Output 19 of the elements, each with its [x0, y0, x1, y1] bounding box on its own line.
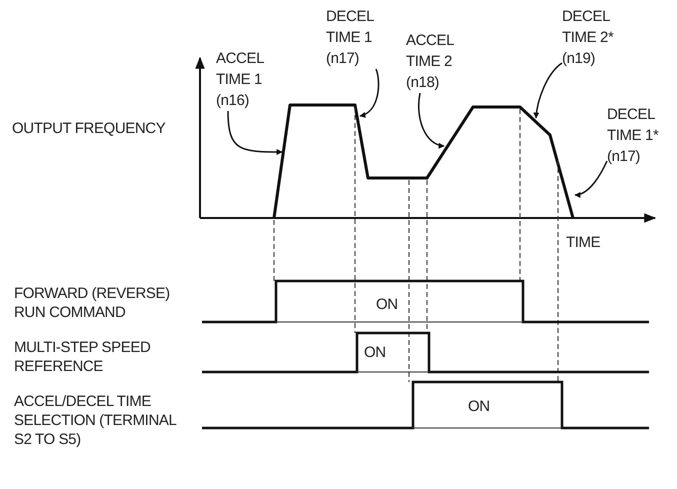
leader-line	[534, 62, 562, 119]
signal-label: FORWARD (REVERSE) RUN COMMAND	[14, 284, 171, 322]
leader-line	[574, 160, 608, 198]
signal-label: ACCEL/DECEL TIME SELECTION (TERMINAL S2 TO S5)	[14, 392, 178, 449]
state-label: ON	[468, 397, 490, 417]
leader-line	[227, 110, 283, 155]
state-label: ON	[376, 295, 398, 315]
frequency-curve	[272, 104, 574, 218]
leader-line	[359, 68, 380, 118]
leader-line	[418, 92, 445, 148]
state-label: ON	[364, 343, 386, 363]
axis-label: OUTPUT FREQUENCY	[12, 119, 166, 139]
signal-label: MULTI-STEP SPEED REFERENCE	[14, 338, 152, 376]
callout-text: DECEL TIME 2* (n19)	[562, 6, 638, 69]
callout-text: ACCEL TIME 2 (n18)	[406, 30, 476, 93]
callout-text: DECEL TIME 1* (n17)	[607, 104, 677, 167]
axis-label: TIME	[566, 233, 600, 253]
callout-text: ACCEL TIME 1 (n16)	[216, 48, 278, 111]
callout-text: DECEL TIME 1 (n17)	[326, 6, 396, 69]
